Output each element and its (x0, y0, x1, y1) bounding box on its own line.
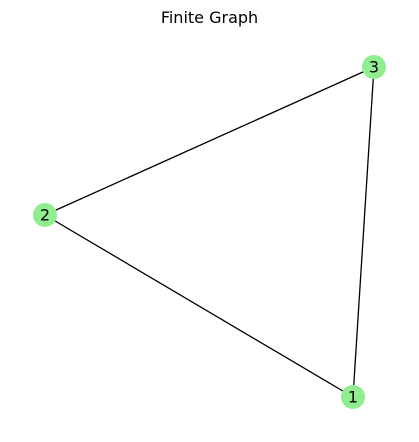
edge-3-1 (352, 66, 375, 398)
node-3: 3 (362, 55, 386, 79)
node-2: 2 (33, 203, 57, 227)
graph-title: Finite Graph (160, 8, 259, 27)
node-circle-2 (33, 203, 57, 227)
node-circle-1 (341, 385, 365, 409)
node-1: 1 (341, 385, 365, 409)
edge-2-3 (44, 66, 375, 216)
node-label-3: 3 (369, 58, 379, 77)
nodes-layer: 1 2 3 (33, 55, 386, 409)
edges-layer (44, 66, 375, 398)
node-label-2: 2 (40, 206, 50, 225)
node-circle-3 (362, 55, 386, 79)
edge-1-2 (44, 214, 354, 398)
node-label-1: 1 (348, 388, 358, 407)
